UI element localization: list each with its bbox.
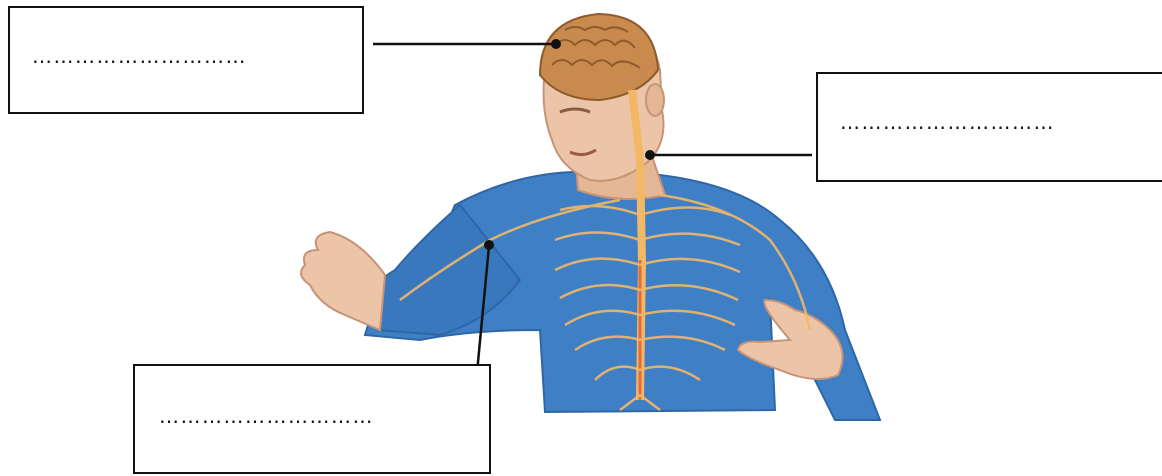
left-hand: [301, 232, 385, 330]
spinal-cord-label-box[interactable]: …………………………: [816, 72, 1162, 182]
spinal-cord-blank: …………………………: [840, 110, 1055, 134]
brain-label-box[interactable]: …………………………: [8, 6, 364, 114]
nerves-label-box[interactable]: …………………………: [133, 364, 491, 474]
nerves-blank: …………………………: [159, 404, 374, 428]
brain-blank: …………………………: [32, 44, 247, 68]
ear: [646, 84, 664, 116]
